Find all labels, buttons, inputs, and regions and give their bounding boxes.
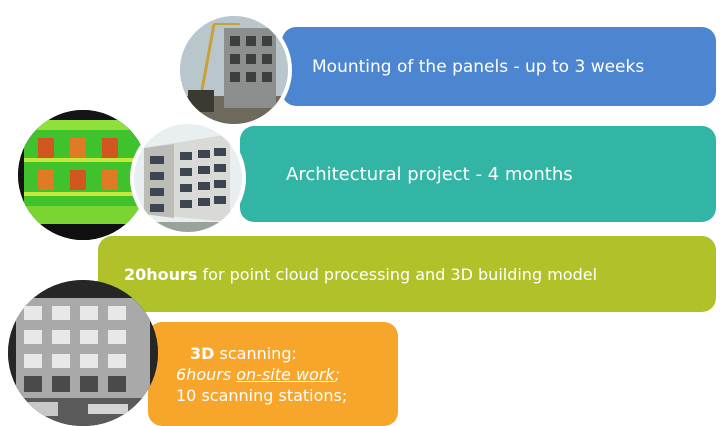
step-mounting-bar: Mounting of the panels - up to 3 weeks xyxy=(282,27,716,106)
construction-site-photo xyxy=(176,12,292,128)
step-point-cloud-text: for point cloud processing and 3D buildi… xyxy=(197,264,598,284)
step-mounting-label: Mounting of the panels - up to 3 weeks xyxy=(312,56,645,77)
step-point-cloud-label: 20hours for point cloud processing and 3… xyxy=(124,265,597,284)
step-point-cloud-bar: 20hours for point cloud processing and 3… xyxy=(98,236,716,312)
step-scanning-title-text: scanning: xyxy=(214,343,297,363)
step-scanning-hours: 6hours xyxy=(176,364,232,384)
step-scanning-title: 3D scanning: xyxy=(190,343,297,364)
step-scanning-stations: 10 scanning stations; xyxy=(176,385,348,405)
step-scanning-onsite: on-site work xyxy=(236,364,335,384)
step-point-cloud-duration: 20hours xyxy=(124,264,198,284)
point-cloud-scan-photo xyxy=(18,110,148,240)
step-scanning-bold: 3D xyxy=(190,343,215,363)
building-render-photo xyxy=(130,120,246,236)
step-scanning-bar: 3D scanning: 6hours on-site work; 10 sca… xyxy=(148,322,398,426)
step-scanning-semicolon: ; xyxy=(334,364,341,384)
step-scanning-hours-line: 6hours on-site work; xyxy=(176,364,340,385)
scan-greyscale-photo xyxy=(8,280,158,426)
step-architectural-bar: Architectural project - 4 months xyxy=(240,126,716,222)
step-architectural-label: Architectural project - 4 months xyxy=(286,163,573,185)
